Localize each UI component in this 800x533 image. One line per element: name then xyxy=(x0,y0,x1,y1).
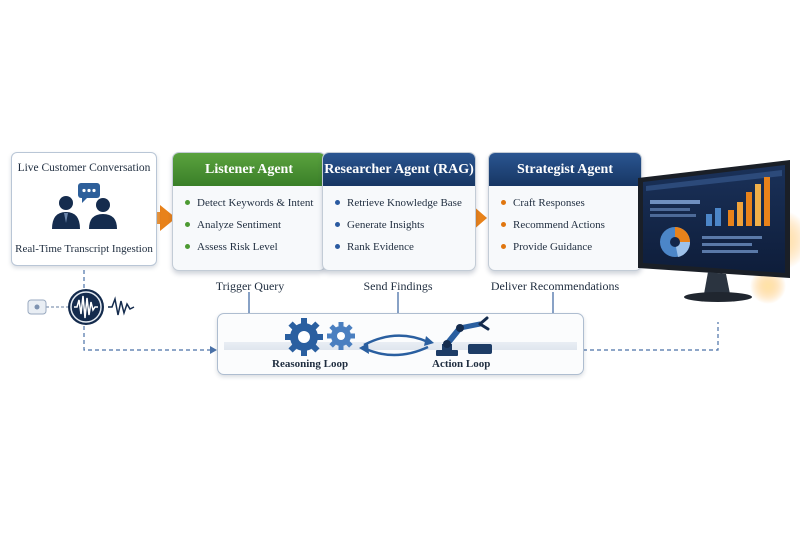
dashed-connector-left xyxy=(83,270,210,351)
cycle-arrows-icon xyxy=(359,334,434,357)
agent-title: Strategist Agent xyxy=(489,153,641,186)
agent-task-list: Detect Keywords & Intent Analyze Sentime… xyxy=(173,192,325,258)
agent-task: Generate Insights xyxy=(335,214,475,236)
reasoning-loop-label: Reasoning Loop xyxy=(272,358,349,370)
researcher-agent-card: Researcher Agent (RAG) Retrieve Knowledg… xyxy=(322,152,476,271)
gears-icon xyxy=(285,318,355,356)
deliver-recommendations-label: Deliver Recommendations xyxy=(490,279,620,293)
agent-task: Craft Responses xyxy=(501,192,641,214)
dashed-connector-right xyxy=(583,322,719,351)
action-loop-label: Action Loop xyxy=(432,358,491,370)
agent-task: Rank Evidence xyxy=(335,236,475,258)
audio-wave-icon xyxy=(27,289,135,325)
source-title: Live Customer Conversation xyxy=(17,162,151,174)
agent-title: Listener Agent xyxy=(173,153,325,186)
robot-arm-icon xyxy=(436,316,492,356)
agent-task: Recommend Actions xyxy=(501,214,641,236)
agent-title: Researcher Agent (RAG) xyxy=(323,153,475,186)
agent-task: Detect Keywords & Intent xyxy=(185,192,325,214)
people-icon xyxy=(52,183,117,229)
trigger-query-label: Trigger Query xyxy=(215,279,285,293)
loop-panel xyxy=(217,313,584,375)
loop-rail xyxy=(224,342,577,350)
agent-task: Assess Risk Level xyxy=(185,236,325,258)
listener-agent-card: Listener Agent Detect Keywords & Intent … xyxy=(172,152,326,271)
monitor-icon xyxy=(638,160,800,304)
strategist-agent-card: Strategist Agent Craft Responses Recomme… xyxy=(488,152,642,271)
chat-bubble-icon xyxy=(78,183,100,203)
agent-task: Retrieve Knowledge Base xyxy=(335,192,475,214)
send-findings-label: Send Findings xyxy=(363,279,433,293)
agent-task: Provide Guidance xyxy=(501,236,641,258)
source-caption: Real-Time Transcript Ingestion xyxy=(15,243,153,255)
agent-task-list: Craft Responses Recommend Actions Provid… xyxy=(489,192,641,258)
agent-task: Analyze Sentiment xyxy=(185,214,325,236)
agent-task-list: Retrieve Knowledge Base Generate Insight… xyxy=(323,192,475,258)
source-card: Live Customer Conversation Real-Time Tra… xyxy=(11,152,157,266)
arrowhead-left xyxy=(210,346,217,354)
